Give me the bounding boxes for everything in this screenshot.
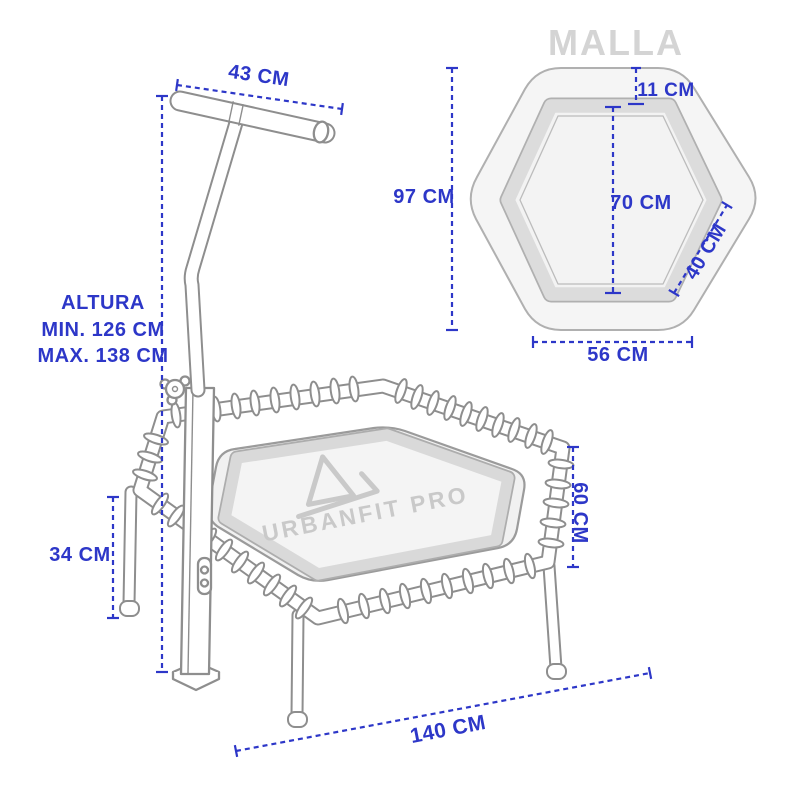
- dimension-malla-height: 97 CM: [393, 66, 458, 332]
- pole-base-plate-front: [171, 672, 221, 692]
- dimension-altura: ALTURA MIN. 126 CM MAX. 138 CM: [37, 94, 168, 674]
- malla-title: MALLA: [548, 22, 684, 63]
- malla-inner-height-label: 70 CM: [610, 192, 671, 214]
- malla-height-label: 97 CM: [393, 186, 454, 208]
- malla-diagram: MALLA 97 CM 11 CM 70 CM: [393, 22, 757, 366]
- dimension-malla-inner-height: 70 CM: [605, 105, 671, 295]
- logo-swoosh-icon: [296, 471, 380, 520]
- logo-triangle-icon: [305, 454, 357, 507]
- altura-min-label: MIN. 126 CM: [41, 319, 164, 341]
- dimension-malla-top-offset: 11 CM: [628, 66, 694, 106]
- altura-title-label: ALTURA: [61, 292, 145, 314]
- grip-end-cap: [312, 120, 330, 144]
- mat-band: [217, 427, 516, 582]
- dimension-frame-side: 60 CM: [567, 445, 591, 569]
- trampoline-legs: [119, 485, 567, 728]
- height-adjust-buttons: [196, 556, 213, 596]
- trampoline-illustration: URBANFIT PRO: [119, 90, 575, 728]
- handlebar-width-label: 43 CM: [227, 61, 291, 91]
- handlebar-pole: [159, 90, 336, 692]
- leg-height-label: 34 CM: [49, 544, 110, 566]
- adjustment-knob: [159, 375, 191, 406]
- pole-lower-square-tube: [179, 386, 216, 676]
- total-width-label: 140 CM: [408, 711, 488, 748]
- dimension-leg-height: 34 CM: [49, 495, 119, 620]
- front-foot: [287, 711, 308, 728]
- trampoline-frame: [132, 378, 571, 626]
- malla-bottom-width-label: 56 CM: [587, 344, 648, 366]
- altura-max-label: MAX. 138 CM: [37, 345, 168, 367]
- left-foot: [119, 600, 140, 617]
- t-handlebar: [169, 90, 336, 144]
- frame-side-label: 60 CM: [569, 482, 591, 543]
- malla-mesh-band: [499, 97, 723, 303]
- right-foot: [546, 663, 567, 680]
- dimension-malla-bottom-width: 56 CM: [531, 336, 694, 366]
- malla-top-offset-label: 11 CM: [637, 80, 694, 101]
